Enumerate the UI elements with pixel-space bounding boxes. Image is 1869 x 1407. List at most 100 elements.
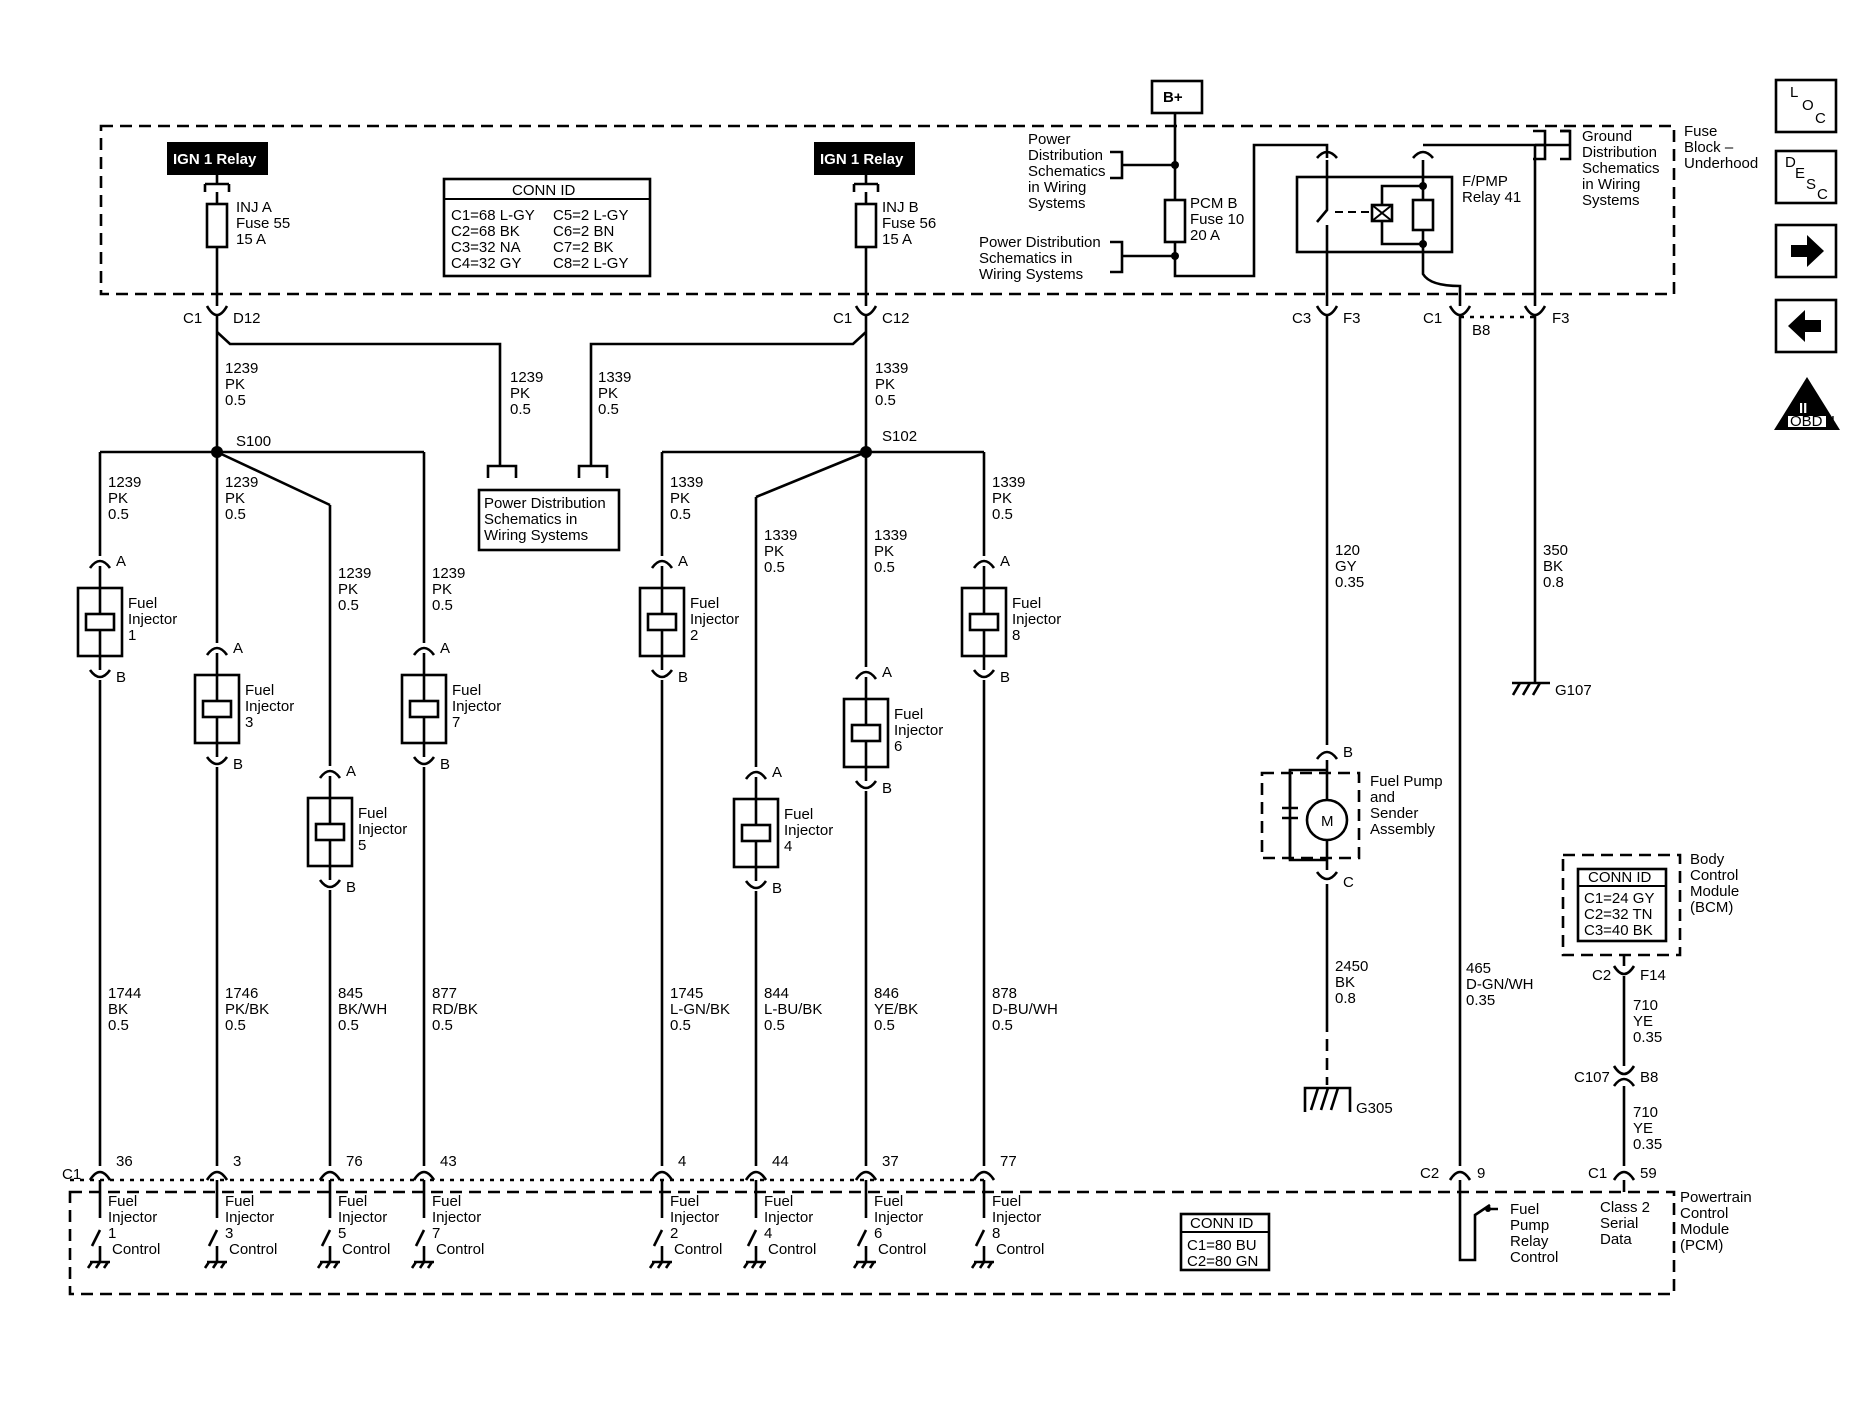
fuse-55-l2: Fuse 55 — [236, 215, 290, 232]
pcm-injector-control: Control — [996, 1241, 1044, 1258]
injector-ctrl-wire: 0.5 — [108, 1017, 129, 1034]
injector-label: Fuel — [245, 682, 274, 699]
conn-f3-a: F3 — [1343, 310, 1361, 327]
pcm-pin-number: 4 — [678, 1153, 686, 1170]
pcm-c1-label: C1 — [62, 1166, 81, 1183]
wire-710b-n: 710 — [1633, 1104, 1658, 1121]
pcm-pin-9: 9 — [1477, 1165, 1485, 1182]
wire-1339-right-n: 1339 — [875, 360, 908, 377]
injector-feed-wire: PK — [874, 543, 894, 560]
fuse-10-l1: PCM B — [1190, 195, 1238, 212]
pd-top-l3: Schematics — [1028, 163, 1106, 180]
injector-feed-wire: PK — [432, 581, 452, 598]
pd-mid-l1: Power Distribution — [979, 234, 1101, 251]
desc-button[interactable]: D E S C — [1774, 149, 1838, 205]
pcm-c1-right: C1 — [1588, 1165, 1607, 1182]
injector-ctrl-wire: PK/BK — [225, 1001, 269, 1018]
gd-l3: Schematics — [1582, 160, 1660, 177]
conn-id-c6: C6=2 BN — [553, 223, 614, 240]
pcm-injector-label: Fuel — [670, 1193, 699, 1210]
injector-feed-wire: 0.5 — [670, 506, 691, 523]
injector-label: 3 — [245, 714, 253, 731]
pcm-injector-control: Control — [112, 1241, 160, 1258]
injector-pin-a: A — [440, 640, 450, 657]
injector-label: Injector — [894, 722, 943, 739]
injector-feed-wire: 0.5 — [992, 506, 1013, 523]
conn-id-c5: C5=2 L-GY — [553, 207, 628, 224]
injector-feed-wire: PK — [108, 490, 128, 507]
fuel-injector-8: 1339PK0.5AFuelInjector8B878D-BU/WH0.577F… — [960, 452, 1061, 1269]
injector-label: 4 — [784, 838, 792, 855]
conn-c3: C3 — [1292, 310, 1311, 327]
injector-pin-b: B — [346, 879, 356, 896]
injector-pin-a: A — [116, 553, 126, 570]
injector-feed-wire: 0.5 — [764, 559, 785, 576]
wire-465-n: 465 — [1466, 960, 1491, 977]
injector-ctrl-wire: 0.5 — [670, 1017, 691, 1034]
injector-label: 1 — [128, 627, 136, 644]
injector-ctrl-wire: 878 — [992, 985, 1017, 1002]
loc-button[interactable]: L O C — [1774, 78, 1838, 134]
pcm-pin-59: 59 — [1640, 1165, 1657, 1182]
pd-top-l5: Systems — [1028, 195, 1086, 212]
loc-l: L — [1790, 84, 1798, 101]
fuel-injector-4: 1339PK0.5AFuelInjector4B844L-BU/BK0.544F… — [732, 497, 833, 1269]
injector-group: 1239PK0.5AFuelInjector1B1744BK0.536FuelI… — [76, 452, 1061, 1269]
power-dist-box — [477, 488, 621, 552]
pcm-injector-num: 6 — [874, 1225, 882, 1242]
pcm-pin-number: 76 — [346, 1153, 363, 1170]
injector-label: Injector — [784, 822, 833, 839]
bcm-l2: Control — [1690, 867, 1738, 884]
injector-ctrl-wire: 846 — [874, 985, 899, 1002]
conn-c107: C107 — [1574, 1069, 1610, 1086]
injector-label: 7 — [452, 714, 460, 731]
ign-relay-left — [167, 142, 268, 175]
pcm-injector-num: 1 — [108, 1225, 116, 1242]
bcm-conn-c3: C3=40 BK — [1584, 922, 1653, 939]
power-dist-box-l1: Power Distribution — [484, 495, 606, 512]
bcm-conn-c2: C2=32 TN — [1584, 906, 1653, 923]
injector-ctrl-wire: RD/BK — [432, 1001, 478, 1018]
injector-label: 6 — [894, 738, 902, 755]
injector-label: Fuel — [894, 706, 923, 723]
obd-ii-button[interactable]: II OBD II — [1774, 377, 1840, 430]
bcm-c2: C2 — [1592, 967, 1611, 984]
conn-id-c4: C4=32 GY — [451, 255, 521, 272]
ign-relay-right-label: IGN 1 Relay — [820, 151, 904, 168]
conn-c107-b8: B8 — [1640, 1069, 1658, 1086]
conn-f3-b: F3 — [1552, 310, 1570, 327]
injector-feed-wire: PK — [225, 490, 245, 507]
forward-arrow-button[interactable] — [1774, 223, 1838, 279]
power-dist-box-l2: Schematics in — [484, 511, 577, 528]
bcm-outline — [1561, 853, 1682, 957]
injector-feed-wire: 0.5 — [108, 506, 129, 523]
fp-label-1: Fuel Pump — [1370, 773, 1443, 790]
injector-ctrl-wire: 1745 — [670, 985, 703, 1002]
fuse-10-l3: 20 A — [1190, 227, 1220, 244]
pcm-injector-label: Injector — [992, 1209, 1041, 1226]
conn-c1-left: C1 — [183, 310, 202, 327]
pcm-l3: Module — [1680, 1221, 1729, 1238]
injector-ctrl-wire: BK — [108, 1001, 128, 1018]
pump-pin-b: B — [1343, 744, 1353, 761]
wire-710a-n: 710 — [1633, 997, 1658, 1014]
pcm-pin-number: 43 — [440, 1153, 457, 1170]
pcm-injector-control: Control — [342, 1241, 390, 1258]
injector-feed-wire: 1239 — [338, 565, 371, 582]
injector-ctrl-wire: 877 — [432, 985, 457, 1002]
injector-pin-b: B — [1000, 669, 1010, 686]
fpmp-label-2: Relay 41 — [1462, 189, 1521, 206]
wire-465-g: 0.35 — [1466, 992, 1495, 1009]
desc-e: E — [1795, 165, 1805, 182]
injector-pin-a: A — [233, 640, 243, 657]
pcm-pin-number: 37 — [882, 1153, 899, 1170]
class2-l1: Class 2 — [1600, 1199, 1650, 1216]
wire-350-g: 0.8 — [1543, 574, 1564, 591]
back-arrow-button[interactable] — [1774, 298, 1838, 354]
wire-710b-c: YE — [1633, 1120, 1653, 1137]
pd-top-l4: in Wiring — [1028, 179, 1086, 196]
fuel-injector-6: 1339PK0.5AFuelInjector6B846YE/BK0.537Fue… — [842, 452, 943, 1269]
injector-label: 8 — [1012, 627, 1020, 644]
fuel-pump-motor — [1305, 798, 1349, 842]
wire-465-c: D-GN/WH — [1466, 976, 1534, 993]
